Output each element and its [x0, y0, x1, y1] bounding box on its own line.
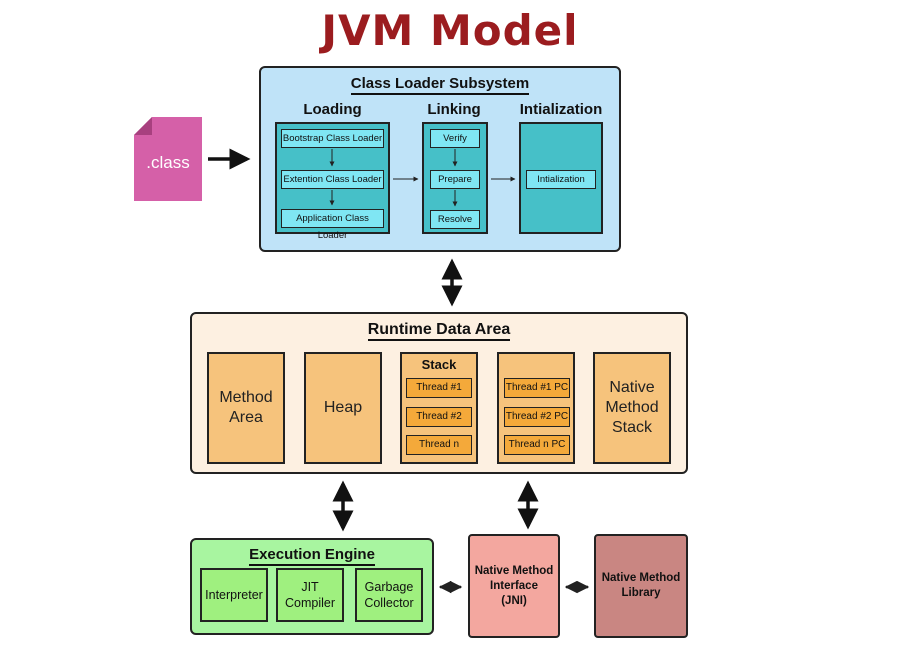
extention-class-loader: Extention Class Loader [281, 170, 384, 189]
native-method-library: Native Method Library [594, 534, 688, 638]
stack-label: Stack [421, 357, 457, 372]
stack-thread-2: Thread #2 [406, 407, 472, 427]
stack-thread-1: Thread #1 [406, 378, 472, 398]
runtime-title: Runtime Data Area [367, 321, 511, 341]
pc-thread-1: Thread #1 PC [504, 378, 570, 398]
linking-label: Linking [427, 101, 481, 118]
method-area: Method Area [207, 352, 285, 464]
resolve-step: Resolve [430, 210, 480, 229]
execution-title: Execution Engine [249, 546, 375, 566]
initialization-label: Intialization [519, 101, 603, 118]
stack-thread-n: Thread n [406, 435, 472, 455]
class-file-label: .class [146, 153, 190, 172]
class-file-icon: .class [134, 117, 202, 201]
jit-compiler: JIT Compiler [276, 568, 344, 622]
class-loader-title: Class Loader Subsystem [350, 75, 530, 95]
loading-label: Loading [303, 101, 362, 118]
pc-thread-2: Thread #2 PC [504, 407, 570, 427]
verify-step: Verify [430, 129, 480, 148]
initialization-step: Intialization [526, 170, 596, 189]
application-class-loader: Application Class Loader [281, 209, 384, 241]
heap: Heap [304, 352, 382, 464]
pc-thread-n: Thread n PC [504, 435, 570, 455]
page-title: JVM Model [321, 6, 579, 55]
native-method-stack: Native Method Stack [593, 352, 671, 464]
native-method-interface: Native Method Interface (JNI) [468, 534, 560, 638]
bootstrap-class-loader: Bootstrap Class Loader [281, 129, 384, 148]
prepare-step: Prepare [430, 170, 480, 189]
garbage-collector: Garbage Collector [355, 568, 423, 622]
interpreter: Interpreter [200, 568, 268, 622]
